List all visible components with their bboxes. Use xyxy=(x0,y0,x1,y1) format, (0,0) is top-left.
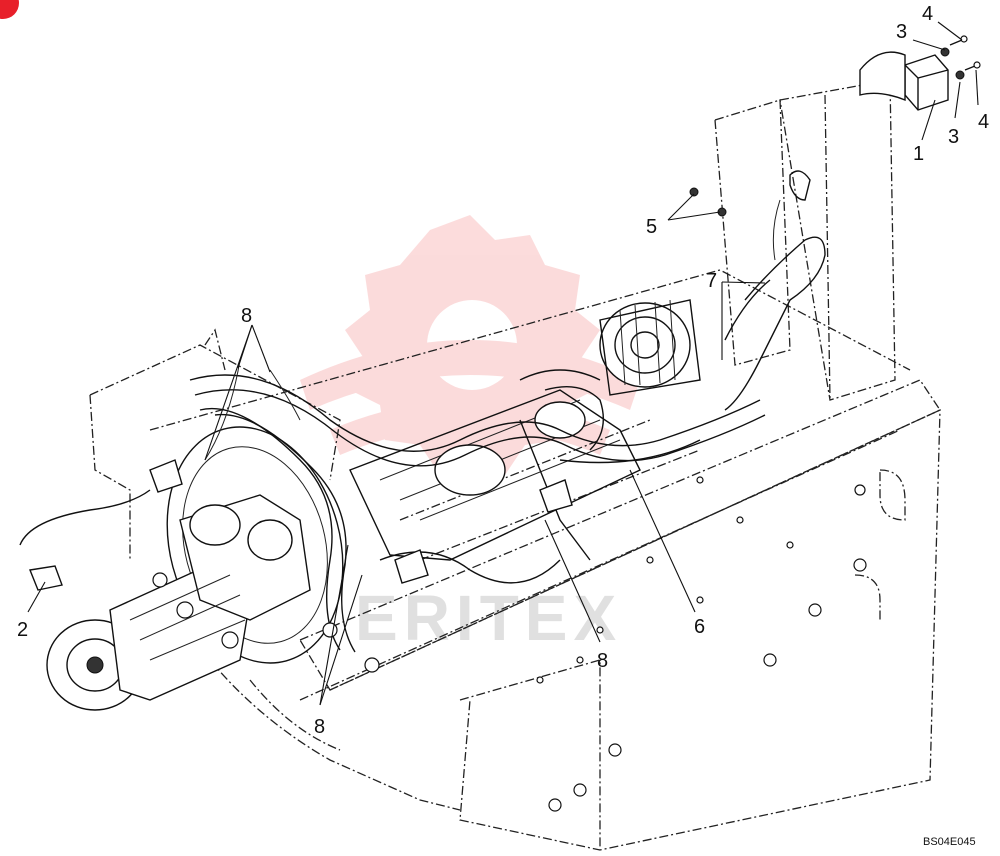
callout-8-middle: 8 xyxy=(597,650,608,672)
wiring-harness xyxy=(149,359,766,673)
flywheel-housing xyxy=(166,426,344,664)
part-2-fitting xyxy=(19,489,151,591)
callout-4-right: 4 xyxy=(978,111,989,133)
hydraulic-pump xyxy=(46,494,311,711)
corner-badge xyxy=(0,0,19,19)
callout-8-upper-left: 8 xyxy=(241,305,252,327)
engine-block xyxy=(349,369,641,561)
watermark-text: ERITEX xyxy=(355,582,622,654)
part-1-module xyxy=(859,51,949,111)
rail-bolts xyxy=(536,476,867,812)
callout-3-right: 3 xyxy=(948,126,959,148)
chassis-frame xyxy=(89,79,941,851)
leader-lines xyxy=(27,21,979,706)
callout-2: 2 xyxy=(17,619,28,641)
callout-labels: 4 3 4 3 1 5 7 8 2 6 8 8 xyxy=(17,3,989,738)
callout-3-top: 3 xyxy=(896,21,907,43)
callout-8-lower-left: 8 xyxy=(314,716,325,738)
drawing-code: BS04E045 xyxy=(923,836,976,848)
part-5-nuts xyxy=(689,187,727,217)
part-3-washers xyxy=(940,47,965,80)
callout-6: 6 xyxy=(694,616,705,638)
callout-7: 7 xyxy=(706,270,717,292)
callout-5: 5 xyxy=(646,216,657,238)
part-4-bolts xyxy=(949,35,981,71)
part-7-hoses xyxy=(724,170,826,411)
callout-4-top: 4 xyxy=(922,3,933,25)
callout-1: 1 xyxy=(913,143,924,165)
alternator xyxy=(599,299,701,396)
